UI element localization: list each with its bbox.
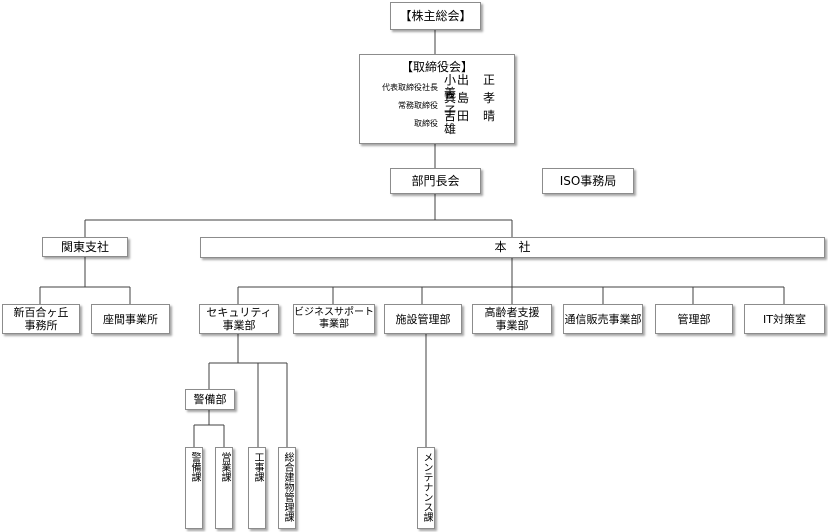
board-of-directors-box: 【取締役会】 代表取締役社長 小出 正義 常務取締役 真島 孝子 取締役 吉田 … bbox=[359, 54, 515, 144]
kanto-branch-box: 関東支社 bbox=[42, 237, 128, 257]
section-box: 工事課 bbox=[248, 447, 266, 529]
security-guard-department-box: 警備部 bbox=[185, 389, 235, 410]
division-box: IT対策室 bbox=[744, 304, 825, 334]
head-office-box: 本 社 bbox=[200, 237, 825, 258]
kanto-office-label: 座間事業所 bbox=[103, 312, 158, 326]
division-label: 通信販売事業部 bbox=[564, 312, 642, 326]
iso-office-label: ISO事務局 bbox=[559, 173, 617, 188]
department-council-box: 部門長会 bbox=[390, 168, 481, 194]
kanto-office-label: 新百合ヶ丘 事務所 bbox=[13, 306, 69, 332]
board-member-name: 小出 正義 bbox=[444, 73, 497, 100]
board-member-role: 代表取締役社長 bbox=[382, 82, 438, 92]
section-label: 警備課 bbox=[189, 452, 200, 482]
shareholders-meeting-label: 【株主総会】 bbox=[399, 8, 472, 23]
board-member: 常務取締役 真島 孝子 bbox=[368, 92, 506, 118]
section-label: 営業課 bbox=[219, 452, 230, 482]
iso-office-box: ISO事務局 bbox=[542, 168, 634, 194]
division-box: 通信販売事業部 bbox=[563, 304, 643, 334]
kanto-branch-label: 関東支社 bbox=[60, 239, 109, 254]
division-label: 管理部 bbox=[677, 312, 711, 326]
board-member: 代表取締役社長 小出 正義 bbox=[368, 74, 506, 100]
board-member-role: 取締役 bbox=[414, 118, 438, 128]
board-member: 取締役 吉田 晴雄 bbox=[368, 110, 506, 136]
division-label: IT対策室 bbox=[763, 312, 806, 326]
maintenance-section-label: メンテナンス課 bbox=[421, 452, 432, 522]
board-member-role: 常務取締役 bbox=[398, 100, 438, 110]
security-guard-department-label: 警備部 bbox=[193, 393, 227, 406]
division-label: ビジネスサポート 事業部 bbox=[294, 307, 374, 330]
division-label: セキュリティ 事業部 bbox=[206, 306, 272, 332]
kanto-office-box: 座間事業所 bbox=[91, 304, 170, 334]
division-box: 管理部 bbox=[655, 304, 733, 334]
maintenance-section-box: メンテナンス課 bbox=[417, 447, 435, 529]
division-label: 施設管理部 bbox=[395, 312, 451, 326]
section-label: 総合建物管理課 bbox=[282, 452, 293, 522]
board-title: 【取締役会】 bbox=[400, 60, 473, 74]
section-box: 総合建物管理課 bbox=[278, 447, 296, 529]
kanto-office-box: 新百合ヶ丘 事務所 bbox=[2, 304, 80, 334]
section-box: 警備課 bbox=[185, 447, 203, 529]
section-label: 工事課 bbox=[252, 452, 263, 482]
shareholders-meeting-box: 【株主総会】 bbox=[390, 2, 481, 30]
head-office-label: 本 社 bbox=[494, 240, 531, 254]
division-box: 施設管理部 bbox=[384, 304, 462, 334]
board-member-name: 吉田 晴雄 bbox=[444, 109, 497, 136]
division-box: セキュリティ 事業部 bbox=[199, 304, 279, 334]
section-box: 営業課 bbox=[215, 447, 233, 529]
department-council-label: 部門長会 bbox=[411, 173, 460, 188]
division-box: ビジネスサポート 事業部 bbox=[293, 304, 375, 334]
division-label: 高齢者支援 事業部 bbox=[484, 306, 540, 332]
division-box: 高齢者支援 事業部 bbox=[472, 304, 552, 334]
board-member-name: 真島 孝子 bbox=[444, 91, 497, 118]
